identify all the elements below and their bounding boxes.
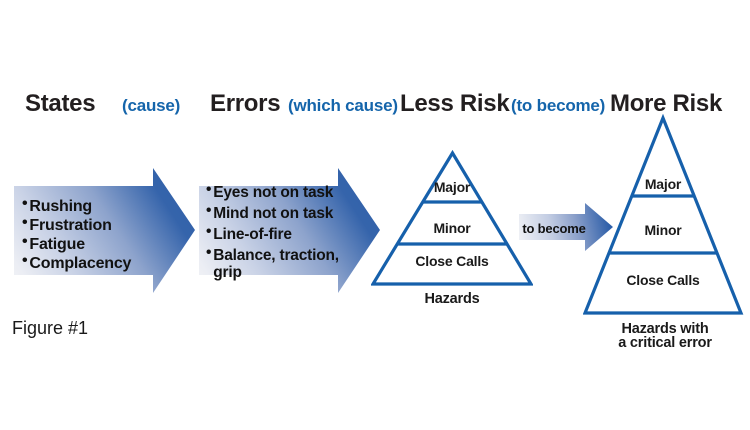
bullet-icon: •	[206, 202, 212, 219]
cause-heading: (cause)	[122, 96, 181, 115]
less-risk-heading: Less Risk	[400, 90, 510, 117]
list-item: • Complacency	[22, 252, 172, 273]
list-item: • Rushing	[22, 195, 172, 216]
bullet-icon: •	[22, 214, 28, 231]
error-item-label: Line-of-fire	[213, 226, 292, 243]
more-risk-caption-line1: Hazards with	[621, 321, 709, 337]
state-item-label: Complacency	[29, 255, 132, 272]
list-item: • Mind not on task	[206, 202, 358, 222]
states-bullet-list: • Rushing • Frustration • Fatigue • Comp…	[22, 195, 172, 273]
more-risk-level-minor: Minor	[644, 222, 682, 238]
errors-heading: Errors	[210, 90, 281, 117]
less-risk-level-minor: Minor	[433, 220, 471, 236]
pyramid-outline	[371, 149, 533, 286]
figure-number-label: Figure #1	[12, 318, 89, 338]
bullet-icon: •	[206, 181, 212, 198]
list-item: • Fatigue	[22, 233, 172, 254]
to-become-heading: (to become)	[511, 96, 606, 115]
error-item-label: Mind not on task	[213, 205, 334, 222]
list-item: • Line-of-fire	[206, 223, 358, 243]
state-item-label: Rushing	[29, 198, 92, 215]
states-arrow-icon	[14, 168, 195, 293]
error-item-label: Eyes not on task	[213, 184, 334, 201]
errors-bullet-list: • Eyes not on task • Mind not on task • …	[206, 181, 358, 285]
state-item-label: Frustration	[29, 217, 112, 234]
list-item: • Balance, traction, grip	[206, 244, 358, 281]
which-cause-heading: (which cause)	[288, 96, 398, 115]
state-item-label: Fatigue	[29, 236, 85, 253]
more-risk-level-major: Major	[644, 176, 682, 192]
states-heading: States	[25, 90, 96, 117]
list-item: • Eyes not on task	[206, 181, 358, 201]
less-risk-pyramid	[371, 149, 533, 286]
errors-arrow-icon	[199, 168, 380, 293]
error-item-label: Balance, traction, grip	[213, 247, 339, 281]
bullet-icon: •	[22, 252, 28, 269]
less-risk-caption: Hazards	[424, 291, 480, 307]
list-item: • Frustration	[22, 214, 172, 235]
more-risk-heading: More Risk	[610, 90, 723, 117]
bullet-icon: •	[206, 244, 212, 261]
to-become-arrow-label: to become	[522, 221, 586, 236]
pyramid-outline	[583, 114, 744, 315]
more-risk-level-close-calls: Close Calls	[626, 272, 700, 288]
less-risk-level-major: Major	[433, 179, 471, 195]
more-risk-caption-line2: a critical error	[618, 335, 712, 351]
more-risk-caption: Hazards with a critical error	[618, 321, 712, 351]
bullet-icon: •	[22, 233, 28, 250]
less-risk-level-close-calls: Close Calls	[415, 253, 489, 269]
bullet-icon: •	[206, 223, 212, 240]
bullet-icon: •	[22, 195, 28, 212]
more-risk-pyramid	[583, 114, 744, 315]
